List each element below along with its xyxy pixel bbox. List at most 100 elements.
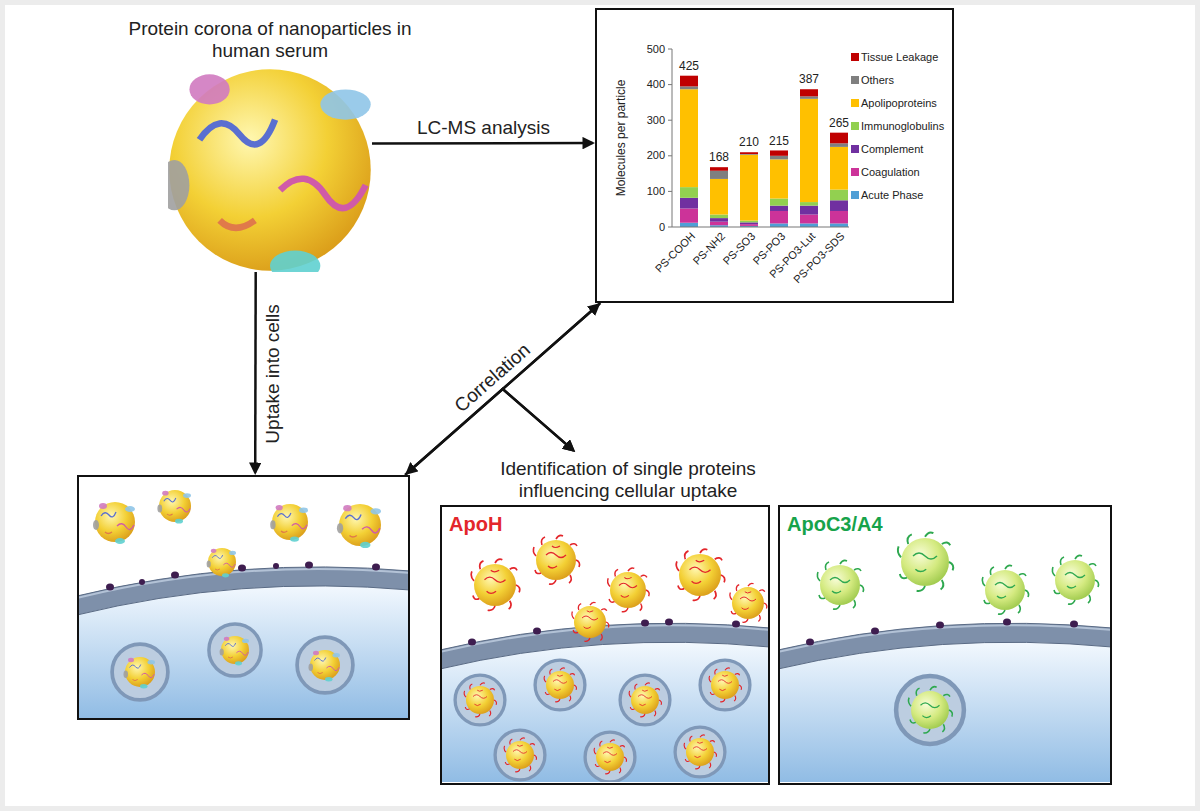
figure-part <box>780 623 1110 669</box>
figure-part <box>908 687 952 733</box>
apoc-panel: ApoC3/A4 <box>778 505 1112 785</box>
figure-part <box>533 628 541 635</box>
axis-tick-label: 400 <box>647 78 665 91</box>
figure-part <box>124 657 156 689</box>
figure-part <box>982 565 1028 614</box>
figure-part <box>455 675 505 725</box>
figure-part <box>629 683 661 717</box>
bar-segment <box>770 206 788 211</box>
figure-part <box>871 628 879 635</box>
figure-part <box>684 735 716 769</box>
axis-tick <box>668 227 672 228</box>
axis-tick <box>668 84 672 85</box>
figure-part <box>468 639 476 646</box>
legend-text: Immunoglobulins <box>861 120 944 133</box>
figure-part <box>464 683 496 717</box>
figure-part <box>112 644 168 700</box>
figure-part <box>442 625 768 652</box>
figure-part <box>620 675 670 725</box>
bar-segment <box>680 86 698 89</box>
bar-segment <box>830 190 848 201</box>
legend-swatch <box>851 76 859 84</box>
protein-label: ApoH <box>449 513 502 536</box>
figure-part <box>898 533 953 591</box>
bar-segment <box>680 89 698 187</box>
figure-part <box>273 563 279 569</box>
bar-segment <box>740 155 758 221</box>
figure-part <box>270 504 308 542</box>
axis-tick <box>668 155 672 156</box>
figure-part <box>730 583 767 622</box>
axis-tick-label: 500 <box>647 43 665 56</box>
apoh-illustration <box>442 535 768 782</box>
figure-part <box>1052 555 1098 604</box>
axis-tick-label: 0 <box>659 221 665 234</box>
legend-text: Tissue Leakage <box>861 51 938 64</box>
figure-part <box>572 602 609 641</box>
legend-swatch <box>851 145 859 153</box>
figure-part <box>896 676 964 744</box>
category-label: PS-COOH <box>652 230 697 275</box>
axis-tick-label: 300 <box>647 114 665 127</box>
arrow-connector <box>372 142 593 145</box>
category-label: PS-NH2 <box>690 230 727 267</box>
bar-segment <box>830 147 848 190</box>
figure-part <box>79 586 408 718</box>
bar-segment <box>710 215 728 219</box>
figure-part <box>732 621 740 628</box>
axis-tick <box>668 120 672 121</box>
figure-part <box>594 740 626 774</box>
bar-segment <box>680 198 698 209</box>
bar-segment <box>800 89 818 96</box>
figure-part <box>780 625 1110 652</box>
figure-part <box>817 560 863 609</box>
chart-box: Molecules per particle425168210215387265… <box>595 8 954 303</box>
bar-segment <box>770 211 788 223</box>
cell-uptake-illustration <box>79 490 408 718</box>
figure-part <box>297 637 353 693</box>
figure-part <box>209 624 261 676</box>
bar-segment <box>800 96 818 98</box>
figure-part <box>79 569 408 598</box>
figure-part <box>806 639 814 646</box>
figure-part <box>641 620 649 627</box>
figure-part <box>676 549 725 600</box>
category-label: PS-SO3 <box>720 230 757 267</box>
figure-part <box>806 619 1078 646</box>
apoc-illustration <box>780 533 1110 782</box>
bar-segment <box>770 150 788 155</box>
arrow-label: Uptake into cells <box>261 301 283 446</box>
bar-segment <box>680 187 698 198</box>
figure-part <box>442 642 768 782</box>
bar-segment <box>710 218 728 222</box>
nanoparticle-sphere <box>168 68 372 272</box>
bar-segment <box>800 202 818 206</box>
bar-segment <box>680 223 698 227</box>
axis-tick <box>668 49 672 50</box>
figure-part <box>79 567 408 615</box>
figure-part <box>936 622 944 629</box>
figure-part <box>535 660 585 710</box>
bar-segment <box>800 206 818 215</box>
figure-part <box>504 738 536 772</box>
figure-part <box>372 564 380 571</box>
figure-part <box>93 502 135 544</box>
figure-part <box>780 642 1110 782</box>
bar-segment <box>800 215 818 224</box>
nanoparticle-circle: Protein corona of nanoparticles in human… <box>168 68 372 272</box>
figure-part <box>495 730 545 780</box>
figure-part <box>665 619 673 626</box>
legend-text: Complement <box>861 143 923 156</box>
figure-part <box>106 584 114 591</box>
y-axis <box>672 49 673 227</box>
figure-part <box>1003 619 1011 626</box>
arrow-label: LC-MS analysis <box>414 117 553 139</box>
bar-value: 168 <box>709 151 729 165</box>
legend-text: Apolipoproteins <box>861 97 937 110</box>
bar-segment <box>770 199 788 206</box>
bar-segment <box>830 133 848 144</box>
figure-part <box>608 568 650 612</box>
legend-swatch <box>851 168 859 176</box>
